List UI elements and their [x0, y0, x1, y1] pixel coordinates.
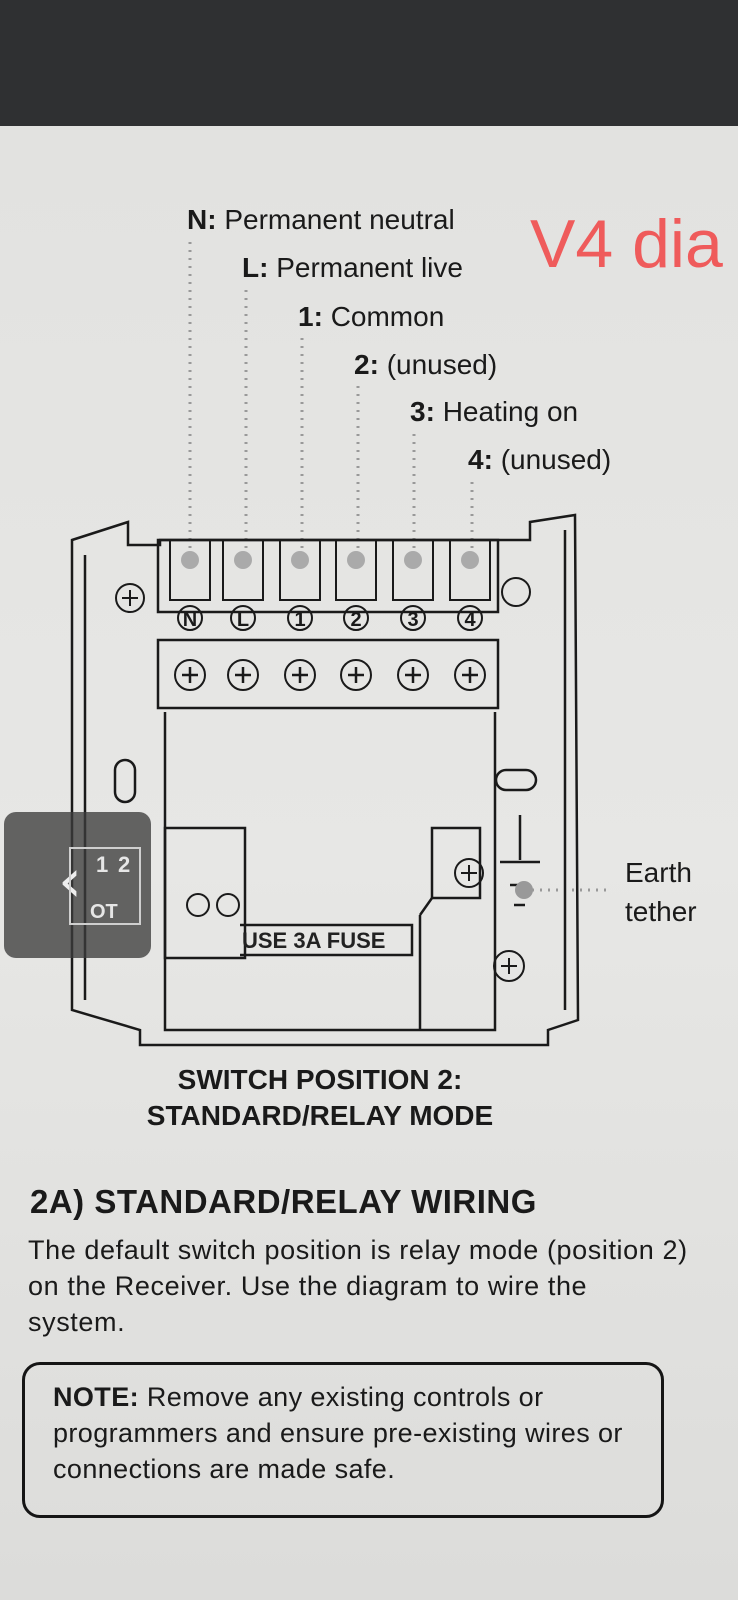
screw-cross-icon: [462, 667, 478, 683]
terminal-label: 2: [350, 609, 361, 631]
terminal-slot: [335, 539, 377, 601]
section-body: The default switch position is relay mod…: [28, 1235, 688, 1337]
note-box: NOTE: Remove any existing controls or pr…: [22, 1362, 664, 1518]
terminal-block: N L 1 2 3 4: [169, 539, 491, 691]
label-n: N: Permanent neutral: [187, 204, 455, 235]
terminal-dot: [291, 551, 309, 569]
terminal-dot: [181, 551, 199, 569]
wiring-diagram: N L 1 2 3 4 USE 3A FUSE Earth tether: [70, 242, 697, 1047]
terminal-dot: [404, 551, 422, 569]
terminal-n: N: [169, 539, 211, 691]
terminal-screw-icon: [227, 659, 259, 691]
terminal-1: 1: [279, 539, 321, 691]
screws: [115, 577, 531, 982]
screw-cross-icon: [182, 667, 198, 683]
screw-cross-icon: [405, 667, 421, 683]
terminal-label: L: [237, 609, 249, 631]
note-text: Remove any existing controls or programm…: [53, 1382, 623, 1484]
label-3: 3: Heating on: [410, 396, 579, 427]
label-2: 2: (unused): [354, 349, 498, 380]
earth-dot: [515, 881, 533, 899]
back-button[interactable]: ‹: [4, 812, 151, 958]
terminal-label: 4: [464, 609, 476, 631]
terminal-number-ring: [343, 605, 369, 631]
terminal-label: N: [183, 609, 197, 631]
fuse-text: USE 3A FUSE: [242, 928, 385, 953]
screw-cross-icon: [348, 667, 364, 683]
terminal-l: L: [222, 539, 264, 691]
screw-cross-icon: [235, 667, 251, 683]
terminal-number-ring: [457, 605, 483, 631]
screw-cross-icon: [292, 667, 308, 683]
terminal-label: 1: [294, 609, 305, 631]
terminal-number-ring: [400, 605, 426, 631]
back-chevron-icon: ‹: [58, 846, 82, 916]
terminal-slot: [222, 539, 264, 601]
terminal-dot: [234, 551, 252, 569]
watermark-text: V4 dia: [530, 206, 723, 282]
terminal-screw-icon: [340, 659, 372, 691]
caption-line2: STANDARD/RELAY MODE: [146, 1100, 494, 1131]
terminal-dot: [461, 551, 479, 569]
earth-label: Earth: [625, 857, 692, 888]
terminal-slot: [449, 539, 491, 601]
terminal-screw-icon: [174, 659, 206, 691]
label-4: 4: (unused): [468, 444, 612, 475]
tether-label: tether: [625, 896, 697, 927]
terminal-label: 3: [407, 609, 418, 631]
terminal-3: 3: [392, 539, 434, 691]
terminal-screw-icon: [284, 659, 316, 691]
terminal-screw-icon: [397, 659, 429, 691]
terminal-4: 4: [449, 539, 491, 691]
terminal-2: 2: [335, 539, 377, 691]
terminal-slot: [392, 539, 434, 601]
terminal-number-ring: [177, 605, 203, 631]
terminal-slot: [279, 539, 321, 601]
section-heading: 2A) STANDARD/RELAY WIRING: [30, 1183, 537, 1220]
terminal-number-ring: [230, 605, 256, 631]
label-l: L: Permanent live: [242, 252, 463, 283]
note-label: NOTE:: [53, 1382, 139, 1412]
viewer-top-bar: [0, 0, 738, 126]
label-1: 1: Common: [298, 301, 445, 332]
terminal-slot: [169, 539, 211, 601]
terminal-number-ring: [287, 605, 313, 631]
caption-line1: SWITCH POSITION 2:: [177, 1064, 463, 1095]
terminal-screw-icon: [454, 659, 486, 691]
terminal-dot: [347, 551, 365, 569]
leader-lines: [188, 242, 612, 892]
